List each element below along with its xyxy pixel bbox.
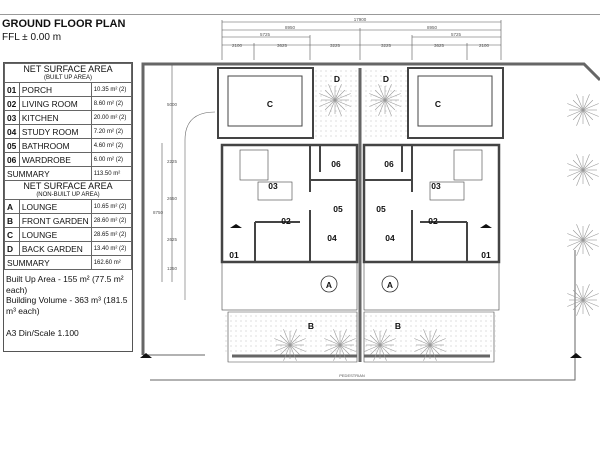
room-label-a: A — [326, 280, 332, 290]
room-label-d: D — [383, 74, 389, 84]
dim-half-left: 8950 — [285, 25, 296, 30]
tree-icon — [567, 224, 599, 256]
dim-left-top: 5000 — [167, 102, 178, 107]
dim-left-seg: 2625 — [167, 237, 178, 242]
room-label-05: 05 — [376, 204, 386, 214]
dim-half-right: 8950 — [427, 25, 438, 30]
built-up-area-note: Built Up Area - 155 m² (77.5 m² each) — [6, 274, 124, 295]
dim-seg: 3225 — [330, 43, 341, 48]
dim-seg: 2100 — [479, 43, 490, 48]
room-label-03: 03 — [431, 181, 441, 191]
tree-icon — [319, 84, 351, 116]
room-label-01: 01 — [481, 250, 491, 260]
dim-left-seg: 1250 — [167, 266, 178, 271]
dim-left-total: 8750 — [153, 210, 164, 215]
dim-seg: 3625 — [434, 43, 445, 48]
tree-icon — [369, 84, 401, 116]
building-walls — [217, 67, 504, 363]
dim-left-seg: 2225 — [167, 159, 178, 164]
tree-icon — [364, 329, 396, 361]
dim-seg: 3225 — [381, 43, 392, 48]
building-volume-note: Building Volume - 363 m³ (181.5 m³ each) — [6, 295, 128, 316]
room-label-b: B — [395, 321, 401, 331]
dim-left-seg: 2650 — [167, 196, 178, 201]
floor-level: FFL ± 0.00 m — [2, 32, 62, 43]
scale-note: A3 Din/Scale 1.100 — [6, 328, 79, 338]
room-label-06: 06 — [331, 159, 341, 169]
top-dimensions — [221, 20, 502, 60]
room-label-d: D — [334, 74, 340, 84]
room-label-02: 02 — [428, 216, 438, 226]
dim-seg: 2100 — [232, 43, 243, 48]
room-label-b: B — [308, 321, 314, 331]
dim-seg: 3625 — [277, 43, 288, 48]
room-label-02: 02 — [281, 216, 291, 226]
tree-icon — [567, 284, 599, 316]
room-label-c: C — [267, 99, 273, 109]
page-title: GROUND FLOOR PLAN — [2, 18, 126, 30]
entrance-markers — [140, 224, 582, 358]
room-label-a: A — [387, 280, 393, 290]
room-labels-left: D C 06 03 05 02 04 01 A B — [229, 74, 343, 331]
dim-total-width: 17900 — [354, 17, 367, 22]
dim-sub-left: 5725 — [260, 32, 271, 37]
room-label-01: 01 — [229, 250, 239, 260]
notes: Built Up Area - 155 m² (77.5 m² each) Bu… — [4, 270, 132, 343]
tree-icon — [567, 154, 599, 186]
room-label-04: 04 — [385, 233, 395, 243]
tree-icon — [324, 329, 356, 361]
sheet-border-line — [0, 14, 600, 15]
trees — [274, 84, 599, 361]
tree-icon — [567, 94, 599, 126]
room-label-06: 06 — [384, 159, 394, 169]
room-label-03: 03 — [268, 181, 278, 191]
room-label-05: 05 — [333, 204, 343, 214]
street-label: PEDESTRIAN — [339, 373, 365, 378]
left-dimensions — [161, 65, 173, 282]
room-labels-right: D C 06 03 05 02 04 01 A B — [376, 74, 491, 331]
dining-tables — [320, 275, 399, 293]
room-label-04: 04 — [327, 233, 337, 243]
tree-icon — [414, 329, 446, 361]
room-label-c: C — [435, 99, 441, 109]
tree-icon — [274, 329, 306, 361]
dim-sub-right: 5725 — [451, 32, 462, 37]
site-boundary — [141, 62, 600, 381]
